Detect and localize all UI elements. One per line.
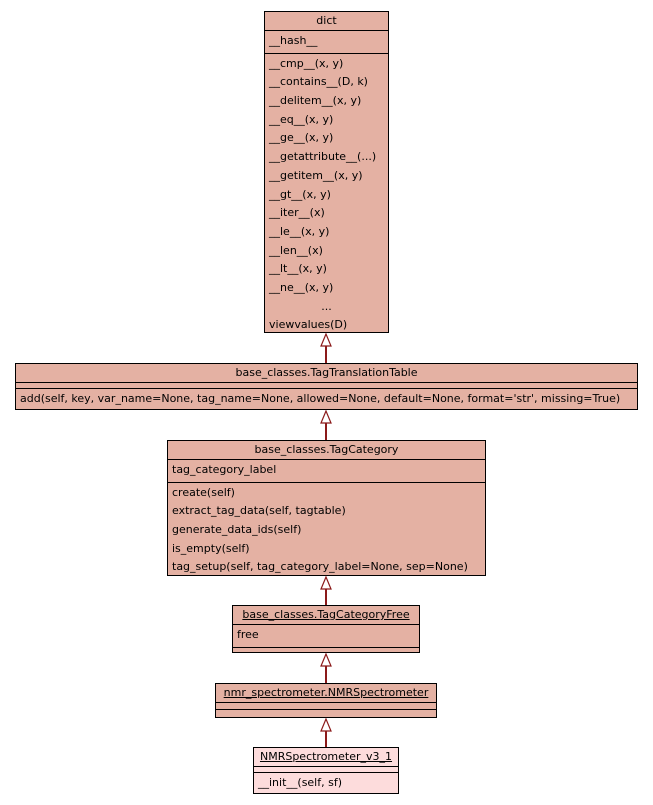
class-operations: __init__(self, sf): [254, 773, 398, 794]
class-nmr-spectrometer: nmr_spectrometer.NMRSpectrometer: [215, 683, 437, 718]
class-title: dict: [265, 12, 388, 31]
class-attributes: tag_category_label: [168, 460, 485, 483]
class-title: base_classes.TagCategory: [168, 441, 485, 460]
operation: __le__(x, y): [269, 224, 330, 238]
class-operations: [233, 648, 419, 652]
operation: __ne__(x, y): [269, 280, 334, 294]
operation: is_empty(self): [172, 541, 250, 555]
class-operations: [216, 710, 436, 716]
inheritance-arrow: [320, 575, 332, 605]
operation: create(self): [172, 485, 235, 499]
class-attributes: [16, 383, 637, 389]
class-attributes: __hash__: [265, 31, 388, 54]
operation: __getattribute__(...): [269, 150, 377, 164]
operation: __ge__(x, y): [269, 131, 334, 145]
operations-ellipsis: ...: [321, 299, 332, 313]
inheritance-arrow: [320, 332, 332, 363]
class-title: nmr_spectrometer.NMRSpectrometer: [216, 684, 436, 703]
attribute: tag_category_label: [172, 463, 277, 476]
inheritance-arrow: [320, 717, 332, 747]
attribute-hash: __hash__: [269, 34, 318, 47]
operation: __cmp__(x, y): [269, 56, 344, 70]
operation: __eq__(x, y): [269, 112, 334, 126]
class-dict: dict __hash__ __cmp__(x, y) __contains__…: [264, 11, 389, 333]
operation: __contains__(D, k): [269, 75, 368, 89]
class-title: base_classes.TagCategoryFree: [233, 606, 419, 625]
class-nmr-spectrometer-v3-1: NMRSpectrometer_v3_1 __init__(self, sf): [253, 747, 399, 794]
class-title: base_classes.TagTranslationTable: [16, 364, 637, 383]
operation: __len__(x): [269, 243, 323, 257]
operation: __lt__(x, y): [269, 262, 327, 276]
class-attributes: free: [233, 625, 419, 648]
operation: add(self, key, var_name=None, tag_name=N…: [20, 392, 621, 405]
class-operations: add(self, key, var_name=None, tag_name=N…: [16, 389, 637, 410]
class-operations: __cmp__(x, y) __contains__(D, k) __delit…: [265, 54, 388, 336]
class-operations: create(self) extract_tag_data(self, tagt…: [168, 483, 485, 578]
class-tag-category-free: base_classes.TagCategoryFree free: [232, 605, 420, 653]
operation: __init__(self, sf): [258, 776, 343, 789]
inheritance-arrow: [320, 652, 332, 683]
operation: extract_tag_data(self, tagtable): [172, 504, 346, 518]
class-tag-translation-table: base_classes.TagTranslationTable add(sel…: [15, 363, 638, 410]
class-title: NMRSpectrometer_v3_1: [254, 748, 398, 767]
operation: __iter__(x): [269, 206, 325, 220]
operation: __gt__(x, y): [269, 187, 331, 201]
class-tag-category: base_classes.TagCategory tag_category_la…: [167, 440, 486, 576]
operation: __getitem__(x, y): [269, 168, 363, 182]
attribute: free: [237, 628, 259, 641]
class-attributes: [216, 703, 436, 710]
operation: __delitem__(x, y): [269, 94, 362, 108]
inheritance-arrow: [320, 409, 332, 440]
class-attributes: [254, 767, 398, 773]
operation: viewvalues(D): [269, 318, 348, 332]
operation: tag_setup(self, tag_category_label=None,…: [172, 560, 468, 574]
operation: generate_data_ids(self): [172, 523, 302, 537]
